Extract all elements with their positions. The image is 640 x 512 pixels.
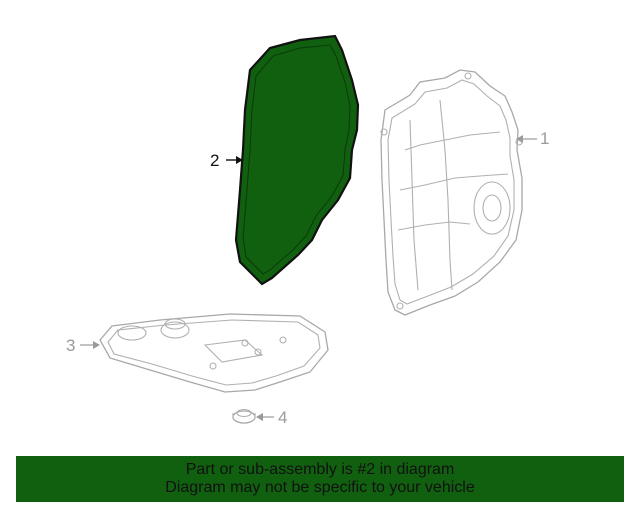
banner-line-disclaimer: Diagram may not be specific to your vehi… [165,479,475,496]
filter-hole [241,339,249,347]
filter-top-face [107,319,321,386]
oil-pan-rib-2 [399,173,509,191]
callout-3: 3 [66,336,100,355]
filter-hole [279,336,287,344]
callout-2: 2 [210,151,243,170]
filter-neck [160,321,190,339]
oil-pan-rim [387,79,515,305]
callout-1: 1 [516,129,549,148]
oil-pan-drain-boss [473,181,511,235]
callout-4: 4 [256,408,287,427]
seal-inner [236,408,252,418]
oil-pan-outline [380,69,523,316]
gasket-inner-bead [242,44,351,275]
oil-pan-bolt-hole [464,72,472,80]
oil-pan-bolt-hole [396,302,404,310]
oil-pan-bolt-hole [380,128,388,136]
callout-label-3: 3 [66,336,75,355]
info-banner: Part or sub-assembly is #2 in diagram Di… [16,456,624,502]
filter-hole [209,362,217,370]
gasket-outer-edge [234,34,360,286]
filter-outline [99,313,329,393]
filter-pad [203,339,264,363]
leader-arrow-3 [93,341,100,349]
oil-pan-rib-1 [404,131,501,151]
callout-label-2: 2 [210,151,219,170]
callout-label-1: 1 [540,129,549,148]
oil-pan-rib-4 [439,99,453,291]
oil-pan-part-1[interactable] [380,69,523,316]
gasket-part-2[interactable] [234,34,360,286]
parts-diagram: 2 1 3 4 [66,34,549,427]
leader-arrow-4 [256,413,263,421]
filter-inlet-ring [117,325,147,341]
banner-line-part-number: Part or sub-assembly is #2 in diagram [185,461,455,478]
leader-arrow-2 [236,156,243,164]
oil-pan-rib-3 [397,221,471,231]
oil-pan-rib-5 [409,119,419,291]
callout-label-4: 4 [278,408,287,427]
oil-pan-drain-plug [482,194,502,222]
filter-part-3[interactable] [99,313,329,393]
seal-side [232,413,256,419]
seal-part-4[interactable] [232,408,256,424]
filter-neck-top [164,318,186,330]
filter-hole [254,348,262,356]
leader-arrow-1 [516,135,523,143]
